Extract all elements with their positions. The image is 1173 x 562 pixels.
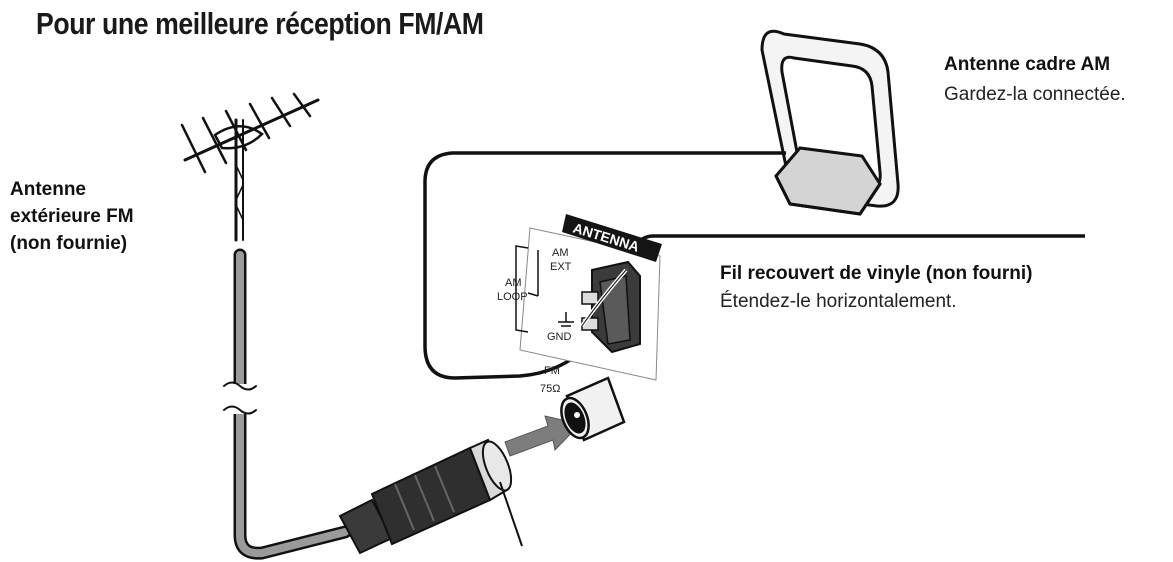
am-loop-subtitle: Gardez-la connectée. <box>944 84 1126 105</box>
fm-antenna-label-line2: extérieure FM <box>10 206 134 227</box>
am-ext-label-line1: AM <box>552 247 569 259</box>
am-loop-title: Antenne cadre AM <box>944 54 1111 75</box>
fm-antenna-label-line3: (non fournie) <box>10 233 128 254</box>
fm-coaxial-cable <box>223 248 352 560</box>
am-ext-label-line2: EXT <box>550 261 572 273</box>
am-loop-wire <box>423 151 786 380</box>
fm-antenna-label: Antenne extérieure FM (non fournie) <box>10 176 134 257</box>
am-loop-label-line1: AM <box>505 277 522 289</box>
am-loop-label-line2: LOOP <box>497 291 528 303</box>
vinyl-wire-title: Fil recouvert de vinyle (non fourni) <box>720 263 1033 284</box>
fm-socket-icon <box>560 376 626 442</box>
plug-leader-line <box>499 481 523 547</box>
antenna-terminal-block <box>515 214 662 381</box>
fm-outdoor-antenna-icon <box>180 92 320 242</box>
gnd-label: GND <box>547 331 572 343</box>
fm-antenna-label-line1: Antenne <box>10 179 86 200</box>
am-loop-antenna-icon <box>760 29 900 216</box>
fm-coaxial-plug-icon <box>338 438 513 555</box>
page-title: Pour une meilleure réception FM/AM <box>36 6 484 41</box>
fm-ohm-label: 75Ω <box>540 383 560 395</box>
vinyl-wire-subtitle: Étendez-le horizontalement. <box>720 291 957 312</box>
insert-arrow-icon <box>504 415 581 457</box>
fm-terminal-label: FM <box>544 365 560 377</box>
